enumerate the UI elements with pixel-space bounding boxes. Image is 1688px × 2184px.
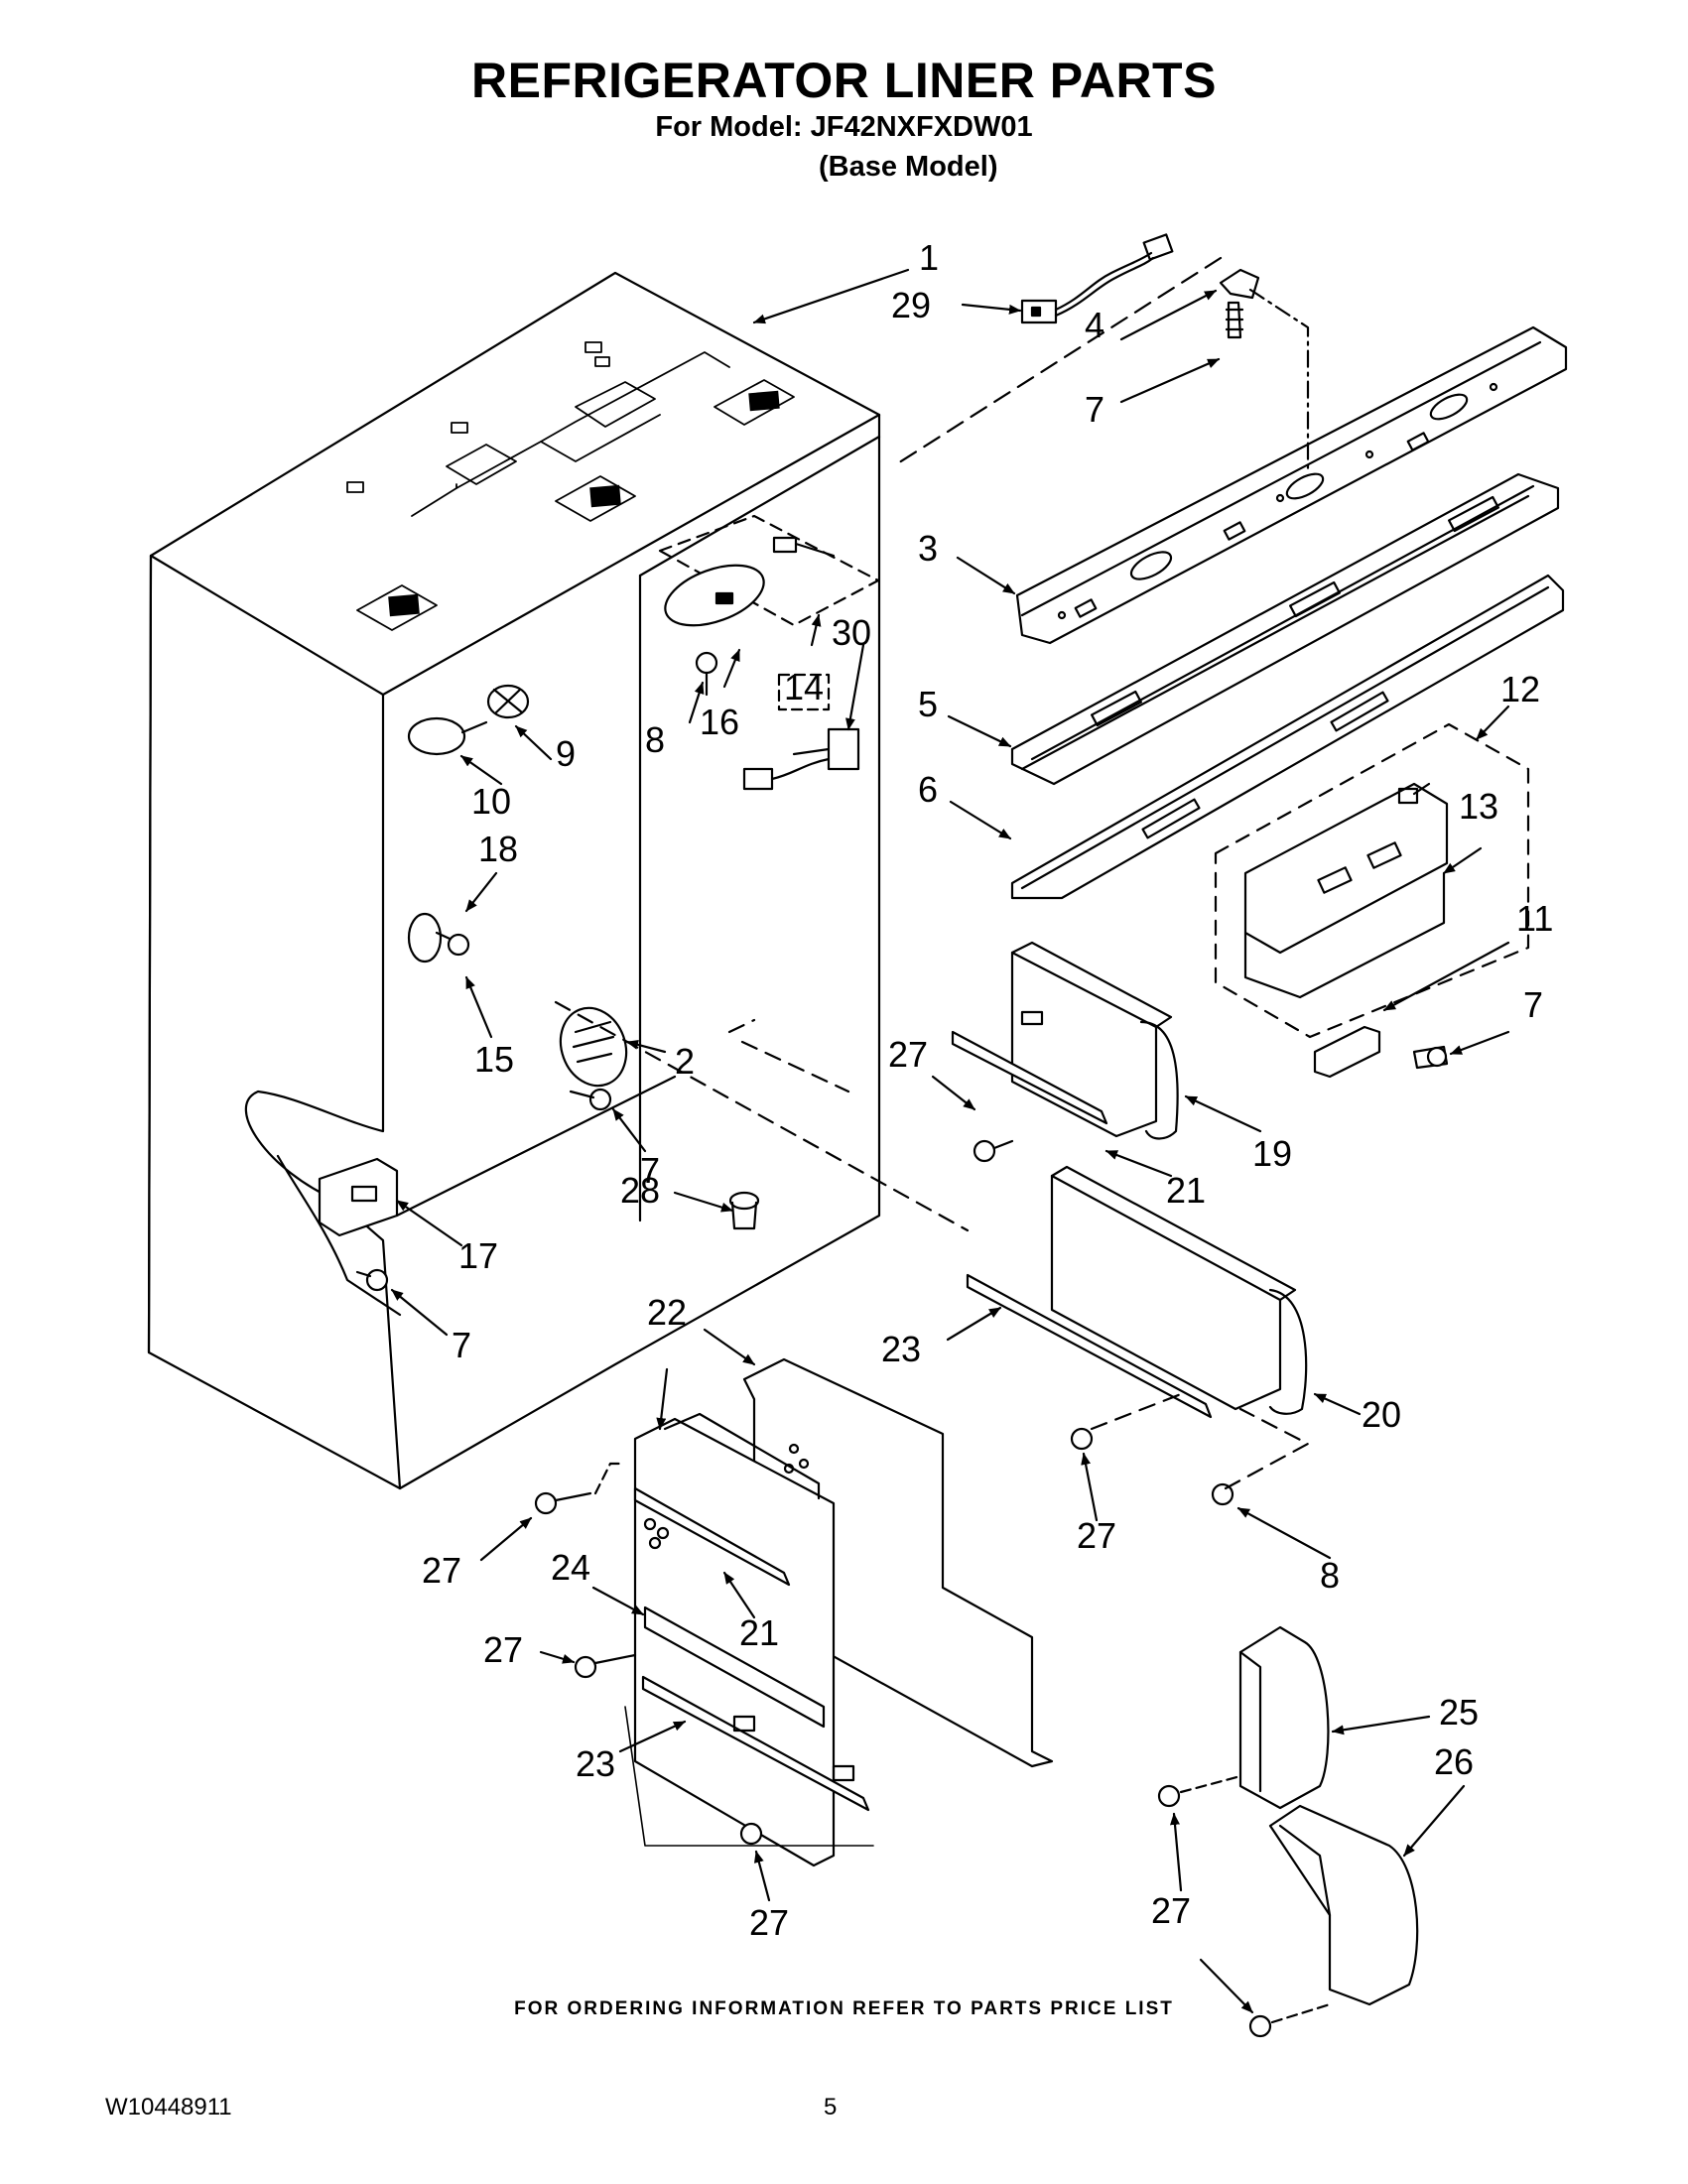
rail-24: [643, 1606, 826, 1729]
callout-30: 30: [832, 612, 871, 653]
screw-27-f: [1157, 1774, 1242, 1808]
cover-26: [1268, 1804, 1419, 2006]
callout-27e: 27: [1151, 1890, 1191, 1931]
callout-4: 4: [1085, 305, 1104, 345]
callout-7d: 7: [452, 1325, 471, 1365]
socket-18: [407, 912, 470, 964]
callout-21a: 21: [1166, 1170, 1206, 1211]
screw-27-a: [973, 1139, 1014, 1163]
callout-23b: 23: [576, 1743, 615, 1784]
rail-6: [1010, 574, 1565, 900]
slide-23-low: [641, 1675, 870, 1812]
callout-27c: 27: [422, 1550, 461, 1591]
callout-24: 24: [551, 1547, 590, 1588]
callout-7b: 7: [1523, 984, 1543, 1025]
callout-27b: 27: [1077, 1515, 1116, 1556]
callout-27f: 27: [749, 1902, 789, 1943]
callout-13: 13: [1459, 786, 1498, 827]
callout-22: 22: [647, 1292, 687, 1333]
callout-26: 26: [1434, 1741, 1474, 1782]
callout-2: 2: [675, 1041, 695, 1082]
callout-12: 12: [1500, 669, 1540, 709]
callout-25: 25: [1439, 1692, 1479, 1733]
screw-27-e: [739, 1822, 763, 1846]
screw-7-mid: [569, 1088, 612, 1111]
callout-1: 1: [919, 237, 939, 278]
callout-27d: 27: [483, 1629, 523, 1670]
screw-27-g: [1248, 2002, 1332, 2038]
bracket-11: [1313, 1025, 1381, 1079]
screw-8-bottom: [1211, 1482, 1234, 1506]
callout-7c: 7: [640, 1150, 660, 1191]
slide-21-low: [633, 1486, 791, 1587]
callout-7a: 7: [1085, 389, 1104, 430]
callout-21b: 21: [739, 1612, 779, 1653]
base-model-label: (Base Model): [819, 151, 998, 183]
callout-10: 10: [471, 781, 511, 822]
ordering-note: FOR ORDERING INFORMATION REFER TO PARTS …: [514, 1998, 1174, 2019]
callout-15: 15: [474, 1039, 514, 1080]
callout-29: 29: [891, 285, 931, 325]
page-number: 5: [824, 2094, 838, 2120]
callout-23a: 23: [881, 1329, 921, 1369]
wire-harness-29: [1020, 233, 1174, 324]
callout-20: 20: [1362, 1394, 1401, 1435]
cabinet-top-features: [346, 341, 795, 631]
screw-8-top: [695, 651, 718, 697]
screw-7-low: [355, 1268, 389, 1292]
callout-9: 9: [556, 733, 576, 774]
screw-27-c: [534, 1491, 592, 1515]
callout-3: 3: [918, 528, 938, 569]
callout-6: 6: [918, 769, 938, 810]
grille-2: [559, 1006, 628, 1088]
screw-27-d: [574, 1653, 637, 1679]
callout-8a: 8: [645, 719, 665, 760]
callout-18: 18: [478, 829, 518, 869]
plug-28: [728, 1191, 760, 1230]
clip-4: [1219, 268, 1260, 339]
callout-8b: 8: [1320, 1555, 1340, 1596]
page-title: REFRIGERATOR LINER PARTS: [471, 53, 1217, 108]
rail-5: [1010, 472, 1560, 786]
callout-17: 17: [458, 1235, 498, 1276]
slide-21-top: [951, 1030, 1108, 1125]
rail-3: [1015, 325, 1568, 645]
callout-14: 14: [784, 667, 824, 707]
callout-5: 5: [918, 684, 938, 724]
callout-16: 16: [700, 702, 739, 742]
harness-30: [742, 727, 860, 791]
model-line: For Model: JF42NXFXDW01: [655, 111, 1033, 143]
screw-7-right: [1412, 1045, 1449, 1070]
screw-27-b: [1070, 1427, 1094, 1451]
callout-labels: 1 29 4 7 3 30 14 16 8 12 5 6 13 9 10 18 …: [422, 237, 1553, 1943]
callout-27a: 27: [888, 1034, 928, 1075]
liner-cabinet: [147, 271, 881, 1490]
bulb-10: [407, 684, 530, 756]
callout-19: 19: [1252, 1133, 1292, 1174]
document-number: W10448911: [105, 2094, 232, 2120]
slide-23-right: [966, 1273, 1213, 1419]
cover-25: [1238, 1625, 1330, 1810]
drawer-20: [1050, 1165, 1308, 1415]
callout-28: 28: [620, 1170, 660, 1211]
callout-11: 11: [1516, 898, 1553, 939]
control-14: [658, 514, 880, 711]
